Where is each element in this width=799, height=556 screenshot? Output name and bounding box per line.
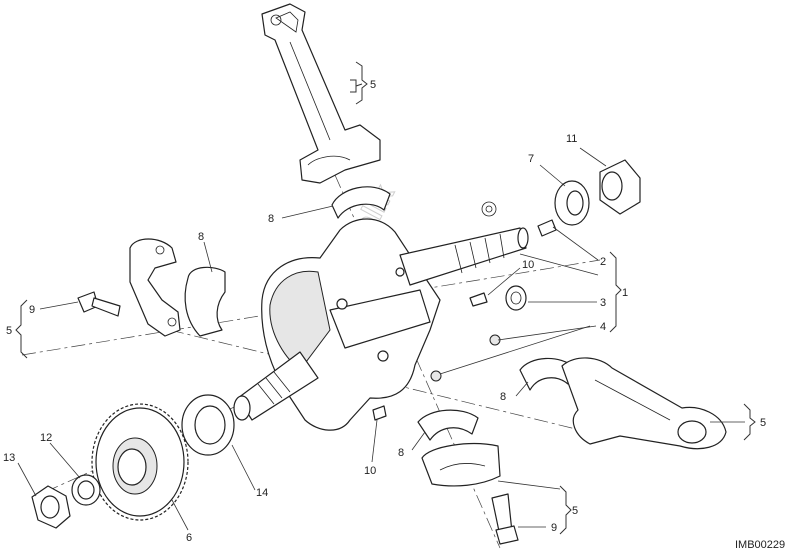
- bearing-shell-top: [331, 186, 391, 219]
- washer-12: [71, 474, 101, 506]
- plug-10-lower: [372, 405, 387, 421]
- watermark-gear-icon: [481, 201, 497, 217]
- callout-5-left: 5: [6, 325, 12, 337]
- callout-8-mid-right: 8: [500, 391, 506, 403]
- callout-14: 14: [256, 487, 268, 499]
- callout-10-bottom: 10: [364, 465, 376, 477]
- callout-10-right: 10: [522, 259, 534, 271]
- callout-3: 3: [600, 297, 606, 309]
- callout-2: 2: [600, 256, 606, 268]
- bearing-shell-bottom: [417, 409, 479, 441]
- callout-8-bottom: 8: [398, 447, 404, 459]
- callout-11: 11: [566, 133, 577, 145]
- callout-8-left: 8: [198, 231, 204, 243]
- callout-5-bottom: 5: [572, 505, 578, 517]
- callout-1: 1: [622, 287, 628, 299]
- bearing-shell-left: [184, 266, 226, 337]
- callout-labels: 5 8 8 9 5 7 11 2 10 1 3 4 8 5 8 10 14 12…: [3, 79, 766, 544]
- plug-4-b: [430, 370, 442, 382]
- thrust-washer-14: [181, 394, 235, 456]
- drawing-code: IMB00229: [735, 539, 785, 551]
- nut-13: [31, 485, 71, 529]
- callout-12: 12: [40, 432, 52, 444]
- callout-7: 7: [528, 153, 534, 165]
- rod-cap-left: [129, 238, 181, 337]
- connecting-rod-top: [261, 3, 381, 184]
- bolt-9-left: [77, 291, 121, 317]
- callout-5-top: 5: [370, 79, 376, 91]
- crankshaft: [233, 218, 529, 431]
- callout-9-left: 9: [29, 304, 35, 316]
- washer-7: [554, 180, 590, 226]
- connecting-rod-right: [561, 357, 727, 450]
- callout-13: 13: [3, 452, 15, 464]
- callout-4-right: 4: [600, 321, 606, 333]
- leader-lines: [17, 147, 745, 531]
- nozzle-2: [537, 219, 557, 237]
- roller-3: [505, 285, 527, 311]
- callout-5-right: 5: [760, 417, 766, 429]
- callout-9-bottom: 9: [551, 522, 557, 534]
- braces: [15, 61, 756, 535]
- callout-8-top: 8: [268, 213, 274, 225]
- plug-10-right: [469, 292, 488, 307]
- bolt-9-bottom: [491, 493, 519, 545]
- callout-6: 6: [186, 532, 192, 544]
- rod-cap-lower: [421, 443, 501, 487]
- nut-11: [599, 159, 641, 215]
- gear-6: [91, 403, 189, 521]
